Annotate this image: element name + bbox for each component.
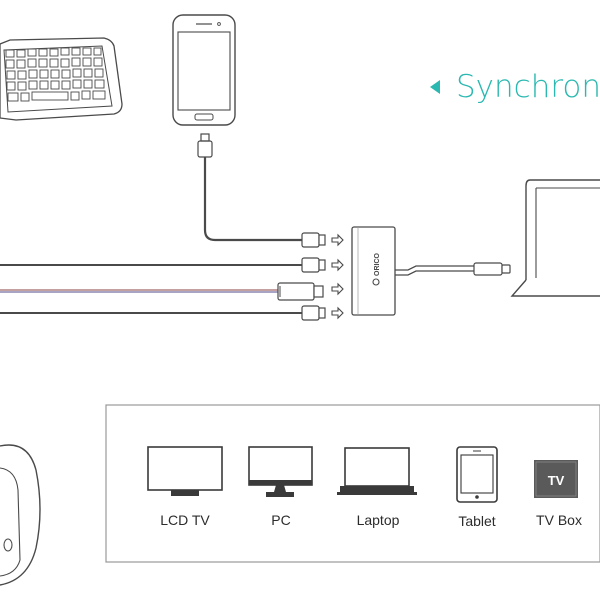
tv-box-icon: TV [534, 460, 578, 498]
triangle-left-icon [430, 80, 440, 94]
pc-monitor-icon [248, 446, 313, 497]
usb-c-cable [395, 265, 474, 271]
usb-plug-icon [301, 257, 326, 273]
usb-plug-icon [301, 305, 326, 321]
mouse-icon [0, 444, 41, 586]
tablet-label: Tablet [458, 513, 495, 529]
phone-cable [203, 157, 302, 242]
tablet-icon [456, 446, 498, 503]
keyboard-icon [0, 37, 123, 121]
hub-brand-text: ORICO [374, 253, 381, 277]
usb-plug-icon [197, 133, 213, 158]
usb-plug-icon [301, 232, 326, 248]
devices-panel [105, 404, 600, 563]
usb-c-cable-lower [395, 270, 474, 276]
usb-flash-drive-icon [277, 282, 324, 301]
tv-box-label: TV Box [536, 512, 582, 528]
smartphone-icon [172, 14, 236, 126]
lcd-tv-icon [147, 446, 223, 496]
tv-box-screen-text: TV [548, 473, 565, 488]
hub-logo-icon [372, 278, 380, 286]
laptop-icon [510, 179, 600, 297]
arrow-right-icon [331, 233, 344, 320]
lcd-tv-label: LCD TV [160, 512, 210, 528]
synchron-header: Synchron [430, 69, 600, 105]
usb-hub-icon: ORICO [351, 226, 396, 316]
laptop-label: Laptop [357, 512, 400, 528]
pc-label: PC [271, 512, 290, 528]
usb-c-plug-icon [473, 262, 511, 276]
laptop-icon [337, 447, 417, 495]
synchron-text: Synchron [456, 69, 600, 105]
